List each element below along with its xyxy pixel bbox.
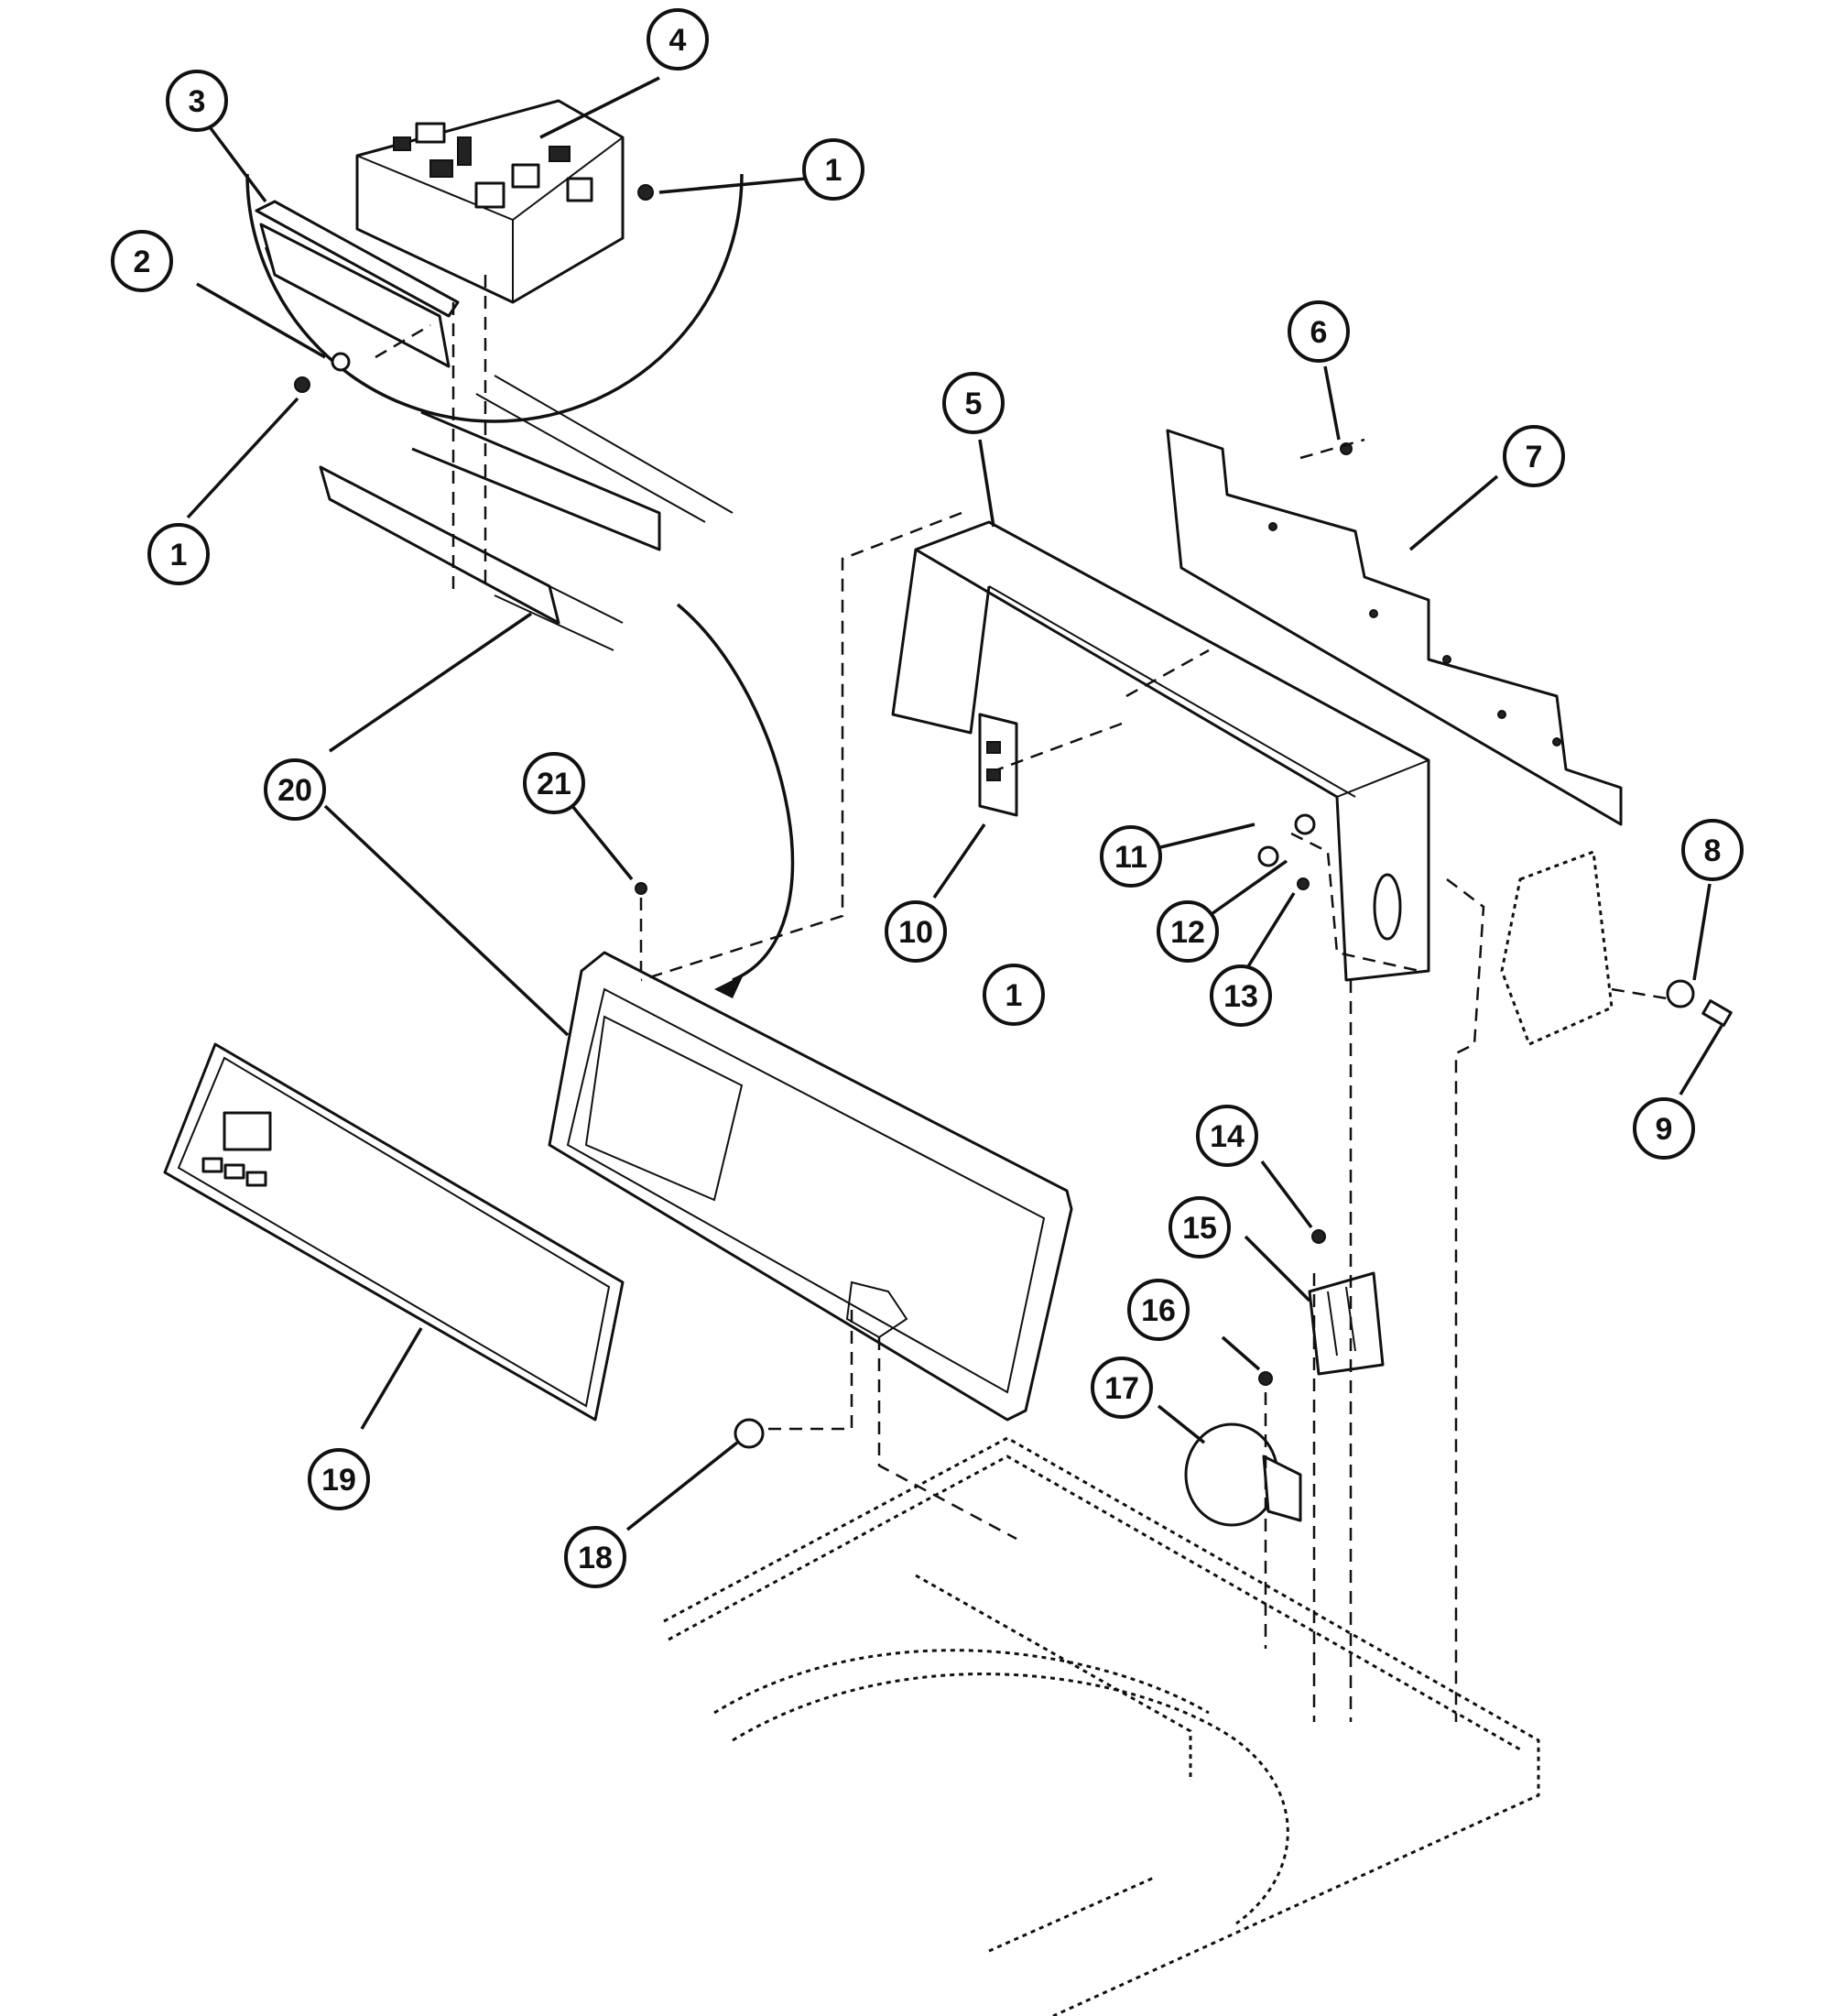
callout-4: 4 bbox=[647, 8, 709, 71]
screw-icon bbox=[1297, 877, 1310, 890]
callout-5: 5 bbox=[942, 372, 1005, 434]
leader-lines bbox=[186, 76, 1723, 1531]
callout-14: 14 bbox=[1196, 1105, 1258, 1167]
callout-7: 7 bbox=[1503, 425, 1565, 487]
callout-16: 16 bbox=[1127, 1279, 1190, 1341]
callout-1b: 1 bbox=[802, 138, 864, 201]
bracket-part bbox=[255, 200, 460, 368]
callout-label: 13 bbox=[1223, 979, 1258, 1014]
callout-9: 9 bbox=[1633, 1097, 1695, 1160]
callout-label: 7 bbox=[1526, 440, 1543, 474]
callout-11: 11 bbox=[1100, 825, 1162, 888]
screw-icon bbox=[294, 376, 310, 393]
switch-part bbox=[978, 713, 1018, 817]
screw-icon bbox=[635, 882, 647, 895]
screw-icon bbox=[637, 184, 654, 201]
callout-15: 15 bbox=[1169, 1196, 1231, 1259]
callout-label: 10 bbox=[898, 915, 933, 950]
callout-21: 21 bbox=[523, 752, 585, 814]
callout-label: 1 bbox=[170, 538, 188, 572]
pressure-switch-part bbox=[1184, 1422, 1302, 1527]
callout-label: 5 bbox=[965, 387, 983, 421]
callout-label: 1 bbox=[1005, 978, 1023, 1013]
callout-label: 3 bbox=[189, 84, 206, 119]
screw-icon bbox=[1311, 1229, 1326, 1244]
rear-panel-part bbox=[1166, 429, 1623, 826]
callout-label: 15 bbox=[1182, 1211, 1217, 1246]
callout-label: 12 bbox=[1170, 915, 1205, 950]
callout-8: 8 bbox=[1681, 819, 1744, 881]
control-decal-part bbox=[163, 1042, 625, 1422]
callout-label: 9 bbox=[1656, 1112, 1673, 1147]
console-frame-part bbox=[891, 520, 1430, 982]
motor-mount-part bbox=[1500, 849, 1733, 1047]
console-housing-part bbox=[548, 951, 1073, 1422]
callout-label: 11 bbox=[1114, 840, 1147, 875]
callout-label: 4 bbox=[669, 23, 687, 58]
callout-label: 20 bbox=[277, 773, 312, 808]
callout-10: 10 bbox=[885, 900, 947, 963]
callout-label: 21 bbox=[537, 767, 571, 801]
callout-label: 17 bbox=[1104, 1371, 1139, 1406]
callout-12: 12 bbox=[1157, 900, 1219, 963]
inset-tray bbox=[319, 375, 734, 651]
callout-1c: 1 bbox=[983, 964, 1045, 1026]
knob-icon bbox=[734, 1418, 765, 1449]
callout-3: 3 bbox=[166, 70, 228, 132]
washer-icon bbox=[331, 352, 351, 372]
callout-label: 14 bbox=[1210, 1119, 1245, 1154]
control-board-part bbox=[355, 99, 625, 304]
cabinet-top-outline bbox=[663, 1436, 1540, 2016]
callout-20: 20 bbox=[264, 758, 326, 821]
detail-inset bbox=[245, 173, 795, 998]
callout-18: 18 bbox=[564, 1526, 626, 1588]
callout-label: 8 bbox=[1704, 834, 1722, 868]
screw-icon bbox=[1258, 1371, 1273, 1386]
nut-icon bbox=[1257, 845, 1279, 867]
callout-19: 19 bbox=[308, 1448, 370, 1510]
callout-13: 13 bbox=[1210, 964, 1272, 1027]
callout-label: 1 bbox=[825, 153, 842, 188]
callout-label: 18 bbox=[578, 1541, 613, 1575]
callout-label: 19 bbox=[321, 1463, 356, 1498]
callout-label: 16 bbox=[1141, 1293, 1176, 1328]
callout-6: 6 bbox=[1288, 300, 1350, 363]
nut-icon bbox=[1294, 813, 1316, 835]
transformer-part bbox=[1308, 1271, 1385, 1376]
callout-label: 6 bbox=[1310, 315, 1328, 350]
callout-label: 2 bbox=[134, 245, 151, 279]
callout-17: 17 bbox=[1091, 1357, 1153, 1419]
callout-2: 2 bbox=[111, 230, 173, 292]
callout-1a: 1 bbox=[147, 523, 210, 585]
